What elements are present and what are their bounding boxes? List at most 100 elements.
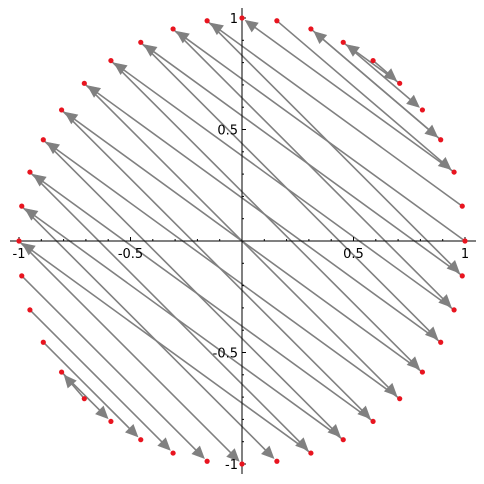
- arrow-head: [191, 445, 205, 460]
- arrows-layer: [18, 19, 466, 462]
- arrow-head: [113, 62, 128, 76]
- arrow-head: [383, 382, 398, 397]
- arrow-head: [95, 405, 109, 420]
- arrow-shaft: [42, 139, 333, 429]
- arrow: [64, 111, 423, 373]
- arrow-shaft: [55, 148, 401, 400]
- arrow-head: [438, 294, 452, 308]
- data-point: [204, 458, 210, 464]
- arrow-head: [21, 242, 36, 256]
- arrow: [83, 82, 398, 397]
- data-point: [58, 107, 65, 113]
- arrow-head: [125, 423, 139, 438]
- data-point: [81, 396, 87, 402]
- data-point: [459, 273, 465, 279]
- arrow-head: [63, 374, 77, 389]
- data-point: [27, 169, 33, 175]
- data-point: [370, 418, 376, 425]
- arrow: [18, 240, 240, 462]
- data-point: [308, 26, 314, 32]
- arrow: [345, 44, 401, 84]
- arrow: [209, 22, 463, 207]
- data-point: [451, 169, 457, 175]
- data-point: [274, 458, 280, 464]
- arrow-head: [446, 260, 461, 274]
- arrow-head: [226, 448, 240, 462]
- arrow: [21, 242, 312, 454]
- arrow-head: [383, 68, 398, 82]
- arrow-shaft: [372, 59, 389, 74]
- data-point: [170, 450, 176, 456]
- arrow: [206, 20, 461, 274]
- arrow-shaft: [74, 118, 423, 373]
- arrow-shaft: [42, 180, 374, 423]
- arrow-head: [313, 31, 328, 45]
- data-point: [397, 80, 403, 86]
- arrow: [276, 20, 452, 170]
- arrow-head: [175, 30, 190, 44]
- y-tick-label: -1: [225, 458, 238, 473]
- arrow-shaft: [140, 41, 430, 332]
- x-tick-label: 1: [461, 247, 469, 262]
- arrow-head: [244, 19, 259, 33]
- data-point: [108, 418, 114, 425]
- data-point: [438, 339, 444, 345]
- data-point: [419, 369, 426, 375]
- data-point: [274, 18, 280, 24]
- arrow: [110, 60, 421, 370]
- arrow-head: [437, 156, 452, 170]
- arrow-shaft: [18, 240, 232, 454]
- arrow-head: [32, 174, 47, 187]
- arrow: [45, 141, 401, 400]
- arrow-head: [345, 44, 360, 57]
- data-point: [462, 238, 468, 244]
- arrow-head: [209, 22, 224, 36]
- arrow-shaft: [172, 28, 444, 300]
- arrow: [24, 208, 344, 441]
- arrow-shaft: [206, 20, 452, 266]
- data-point: [438, 137, 444, 143]
- data-point: [370, 57, 376, 64]
- arrow: [140, 41, 439, 340]
- arrow: [63, 374, 85, 400]
- data-point: [419, 107, 426, 113]
- data-point: [81, 80, 87, 86]
- y-tick-label: -0.5: [213, 347, 238, 362]
- arrow-shaft: [31, 249, 312, 454]
- data-point: [19, 203, 25, 209]
- points-layer: [16, 15, 468, 467]
- arrow: [21, 275, 205, 460]
- arrow-shaft: [71, 383, 85, 400]
- data-point: [27, 307, 33, 313]
- arrow: [42, 341, 139, 438]
- arrow-head: [406, 94, 420, 108]
- arrow-shaft: [322, 38, 442, 141]
- arrow-head: [424, 326, 439, 340]
- data-point: [451, 307, 457, 313]
- arrow-shaft: [219, 29, 463, 207]
- arrow-shaft: [21, 275, 197, 451]
- arrow-shaft: [96, 92, 442, 343]
- arrow-shaft: [42, 341, 131, 429]
- arrow: [21, 205, 275, 460]
- arrow-head: [143, 44, 158, 57]
- arrow-head: [327, 423, 341, 438]
- arrow: [86, 85, 442, 343]
- arrow-shaft: [61, 109, 363, 411]
- arrow-shaft: [276, 20, 443, 163]
- data-point: [239, 461, 245, 467]
- arrow-head: [86, 85, 102, 98]
- data-point: [108, 57, 114, 64]
- arrow-head: [157, 437, 171, 451]
- arrow-shaft: [34, 214, 344, 441]
- arrow: [172, 28, 452, 308]
- data-point: [397, 396, 403, 402]
- arrow: [313, 31, 442, 141]
- arrow-shaft: [29, 171, 301, 443]
- arrow-shaft: [83, 82, 389, 388]
- data-point: [239, 15, 245, 21]
- arrow: [32, 174, 374, 423]
- arrow-head: [295, 437, 309, 451]
- data-point: [308, 450, 314, 456]
